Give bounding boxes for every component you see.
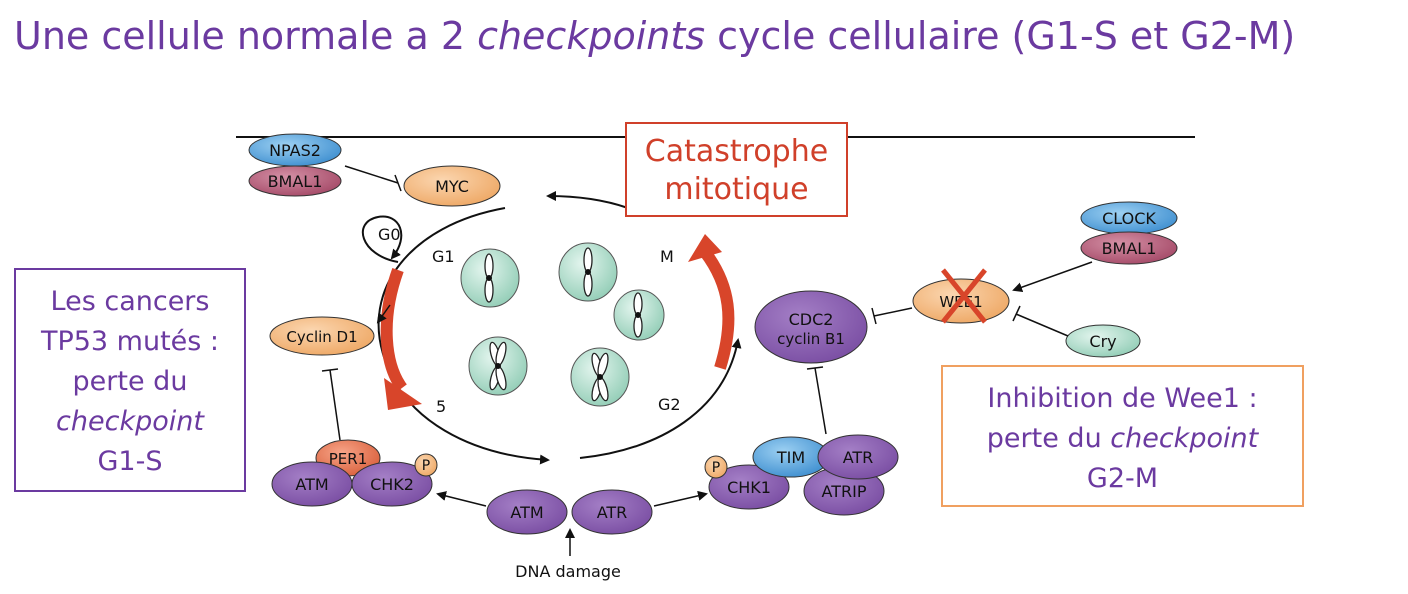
wee1-box-line1: Inhibition de Wee1 : (987, 383, 1258, 414)
wee1-box-line2: perte du checkpoint (943, 419, 1302, 459)
arrow-cycle-cyclind1 (376, 304, 391, 324)
per1-label: PER1 (329, 450, 368, 468)
chk1-label: CHK1 (727, 478, 771, 497)
cycle-arc-m-g1 (546, 191, 629, 209)
tim-node: TIM (752, 436, 830, 478)
myc-label: MYC (435, 177, 469, 196)
atm-bottom-label: ATM (510, 503, 543, 522)
inhibit-npas2-myc (344, 165, 399, 184)
atr-bottom-label: ATR (597, 503, 628, 522)
cell-m-2 (613, 289, 665, 341)
arrow-clock-wee1 (1012, 261, 1093, 293)
p-left-node: P (414, 453, 438, 477)
tim-label: TIM (776, 448, 805, 467)
atr-right-node: ATR (817, 434, 899, 480)
tp53-line3: perte du (72, 366, 188, 397)
tp53-line4: checkpoint (16, 402, 244, 442)
inhibit-cry-wee1 (1015, 313, 1069, 337)
tp53-line5: G1-S (97, 446, 163, 477)
wee1-inhibition-box: Inhibition de Wee1 : perte du checkpoint… (941, 365, 1304, 507)
cyclin-d1-label: Cyclin D1 (286, 328, 357, 346)
g0-loop (361, 215, 403, 263)
cycle-arc-s-g2 (579, 338, 742, 459)
cyclin-d1-node: Cyclin D1 (269, 316, 375, 356)
bmal1-left-label: BMAL1 (268, 172, 323, 191)
wee1-box-prefix: perte du (986, 423, 1111, 454)
catastrophe-box: Catastrophe mitotique (625, 122, 848, 217)
red-arrow-g2-m (700, 248, 735, 370)
cell-g1 (460, 248, 520, 308)
atm-bottom-node: ATM (486, 489, 568, 535)
wee1-cross-icon (941, 268, 987, 324)
inhibit-wee1-cdc2 (873, 307, 913, 317)
bmal1-right-node: BMAL1 (1080, 231, 1178, 265)
phase-m: M (660, 247, 674, 266)
p-left-label: P (422, 458, 430, 474)
catastrophe-line2: mitotique (664, 172, 809, 207)
cry-node: Cry (1065, 324, 1141, 358)
phase-g1: G1 (432, 247, 455, 266)
tp53-box: Les cancers TP53 mutés : perte du checkp… (14, 268, 246, 492)
arrow-atr-chk1 (653, 490, 708, 507)
bmal1-left-node: BMAL1 (248, 165, 342, 197)
phase-s: 5 (436, 397, 446, 416)
red-arrow-g1-s (380, 267, 407, 392)
cell-s-1 (468, 336, 528, 396)
myc-node: MYC (403, 165, 501, 207)
wee1-box-line3: G2-M (1086, 463, 1159, 494)
inhibit-atr-cdc2 (814, 367, 827, 435)
title-part1: Une cellule normale a 2 (14, 14, 478, 58)
p-right-node: P (704, 455, 728, 479)
chk2-label: CHK2 (370, 475, 414, 494)
atm-left-node: ATM (271, 461, 353, 507)
cdc2-cyclin-b1-node: CDC2 cyclin B1 (754, 290, 868, 364)
tp53-line1: Les cancers (50, 286, 210, 317)
atr-bottom-node: ATR (571, 489, 653, 535)
cyclin-b1-label: cyclin B1 (777, 330, 845, 348)
atm-left-label: ATM (295, 475, 328, 494)
tp53-checkpoint: checkpoint (56, 406, 204, 437)
title-part2: cycle cellulaire (G1-S et G2-M) (705, 14, 1296, 58)
catastrophe-line1: Catastrophe (644, 134, 829, 169)
chk2-node: CHK2 (351, 461, 433, 507)
inhibit-per1-cyclind1 (329, 369, 341, 441)
clock-node: CLOCK (1080, 201, 1178, 235)
red-arrowhead-g2-m (688, 234, 722, 262)
arrow-atm-chk2 (436, 491, 487, 507)
bmal1-right-label: BMAL1 (1102, 239, 1157, 258)
p-right-label: P (712, 460, 720, 476)
npas2-label: NPAS2 (269, 141, 321, 160)
phase-g0: G0 (378, 225, 401, 244)
cry-label: Cry (1089, 332, 1116, 351)
wee1-box-checkpoint: checkpoint (1110, 423, 1259, 454)
cell-s-2 (570, 347, 630, 407)
dna-damage-label: DNA damage (515, 562, 621, 581)
cell-m-1 (558, 242, 618, 302)
cycle-arc-g1-s (377, 207, 550, 465)
red-arrowhead-g1-s (384, 378, 422, 410)
atrip-label: ATRIP (822, 482, 867, 501)
npas2-node: NPAS2 (248, 133, 342, 167)
cdc2-label: CDC2 (789, 310, 834, 329)
title-italic: checkpoints (477, 14, 706, 58)
tp53-line2: TP53 mutés : (40, 326, 220, 357)
chk1-node: CHK1 (708, 464, 790, 510)
phase-g2: G2 (658, 395, 681, 414)
atr-right-label: ATR (843, 448, 874, 467)
page-title: Une cellule normale a 2 checkpoints cycl… (14, 14, 1295, 58)
clock-label: CLOCK (1102, 209, 1156, 228)
